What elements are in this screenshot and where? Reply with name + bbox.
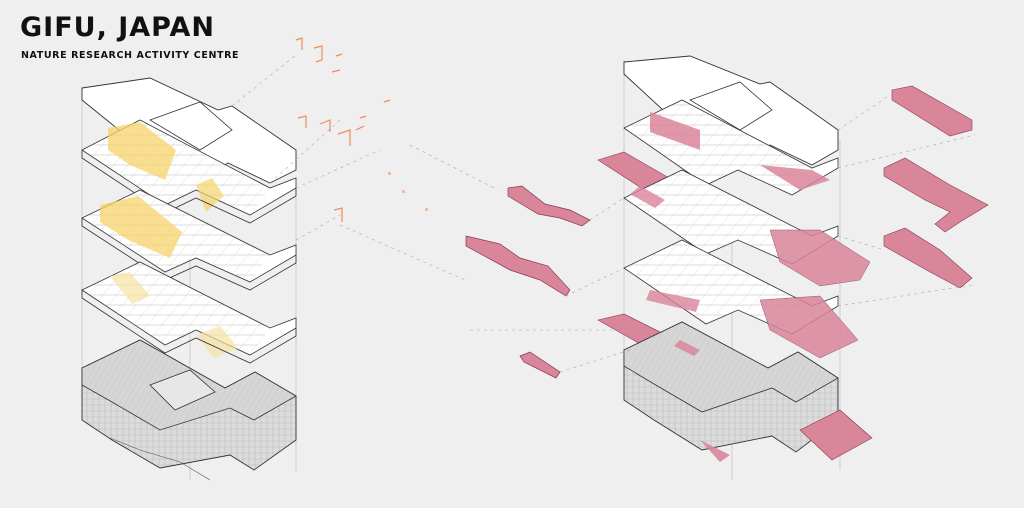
left-roof-layer [81,77,297,184]
left-floor-2 [81,189,297,291]
title-block: GIFU, JAPAN NATURE RESEARCH ACTIVITY CEN… [20,14,239,61]
page-subtitle: NATURE RESEARCH ACTIVITY CENTRE [21,50,240,61]
page-title: GIFU, JAPAN [20,12,215,43]
right-floor-1 [597,239,859,363]
right-building-base [623,321,873,462]
pink-fragments-middle [465,185,591,379]
pink-fragments-right [883,85,989,289]
dashed-connector-lines [231,54,976,373]
orange-wall-fragments [295,37,391,222]
left-floor-3 [81,119,297,224]
orange-dots [388,172,428,211]
right-floor-3 [597,99,839,201]
left-axonometric [81,37,428,481]
right-roof-layer [623,55,839,166]
right-floor-2 [623,169,871,287]
left-floor-1 [81,261,297,364]
right-axonometric [465,55,989,480]
left-building-base [81,339,297,481]
